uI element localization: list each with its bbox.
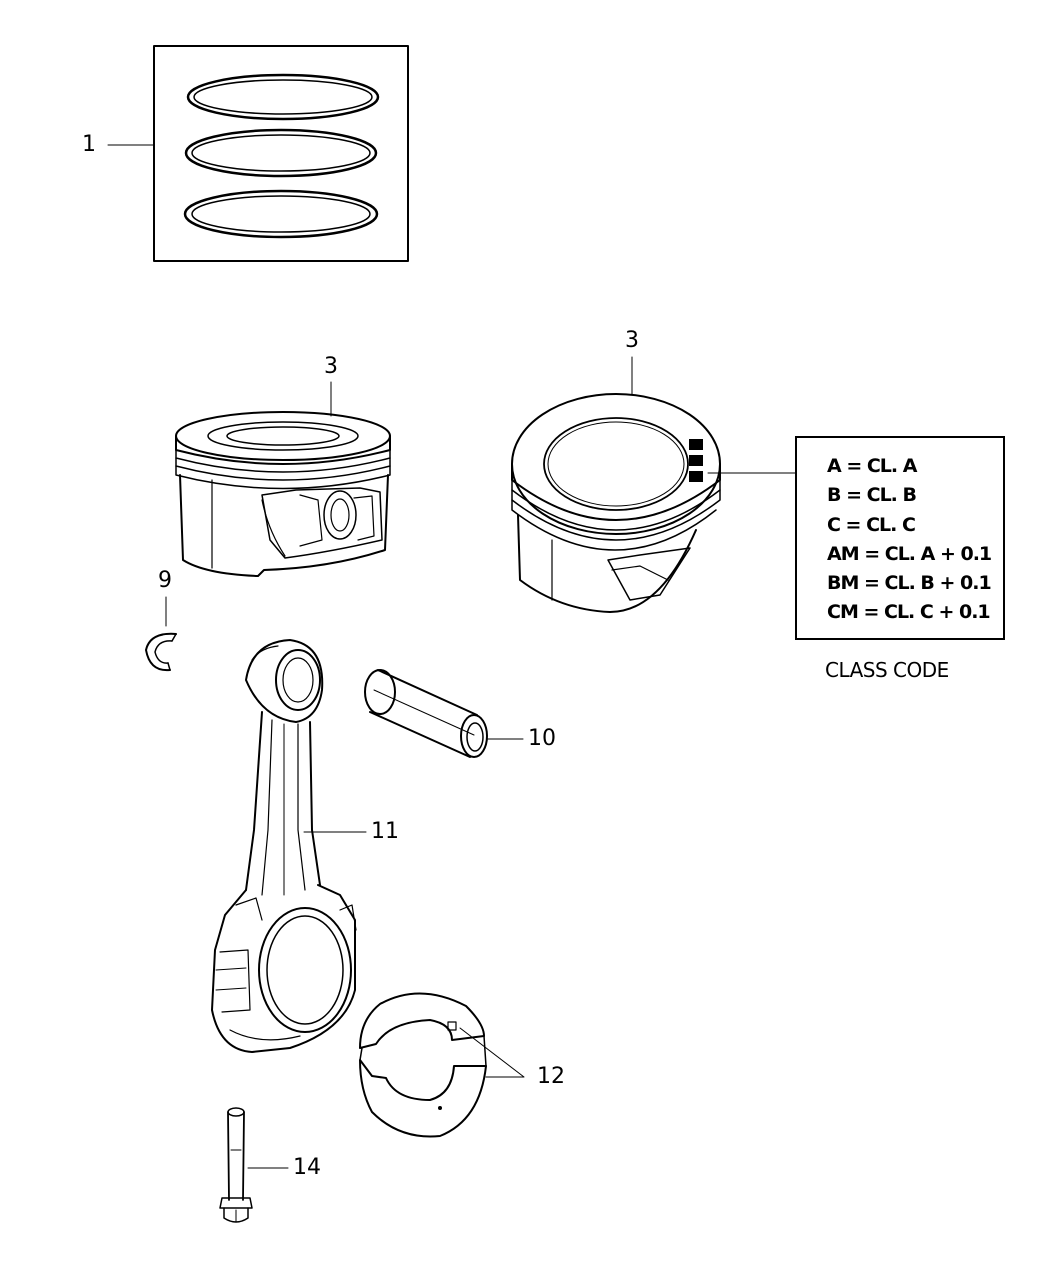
piston-left bbox=[175, 411, 391, 577]
class-code-line: C = CL. C bbox=[827, 513, 916, 536]
class-code-line: BM = CL. B + 0.1 bbox=[827, 572, 992, 595]
class-mark-2 bbox=[689, 455, 703, 466]
class-code-line: CM = CL. C + 0.1 bbox=[827, 601, 991, 624]
callout-piston-right: 3 bbox=[625, 328, 639, 353]
piston-right bbox=[511, 393, 721, 613]
class-code-caption: CLASS CODE bbox=[825, 658, 949, 682]
leader-line-bearing bbox=[459, 1027, 525, 1078]
class-code-line: A = CL. A bbox=[827, 455, 917, 477]
class-code-line: B = CL. B bbox=[827, 484, 917, 507]
snap-ring bbox=[145, 632, 177, 672]
bearing-shells bbox=[359, 992, 487, 1138]
class-code-line: AM = CL. A + 0.1 bbox=[827, 542, 992, 565]
class-mark-1 bbox=[689, 439, 703, 450]
callout-piston-pin: 10 bbox=[528, 726, 556, 751]
connecting-rod-bolt bbox=[219, 1107, 253, 1223]
piston-ring-set bbox=[153, 45, 409, 262]
callout-bolt: 14 bbox=[293, 1155, 321, 1180]
class-code-legend: A = CL. A B = CL. B C = CL. C AM = CL. A… bbox=[795, 436, 1005, 640]
callout-snap-ring: 9 bbox=[158, 568, 172, 593]
callout-bearing: 12 bbox=[537, 1064, 565, 1089]
callout-rings: 1 bbox=[82, 132, 96, 157]
piston-pin bbox=[364, 669, 488, 758]
connecting-rod bbox=[211, 639, 357, 1053]
callout-connecting-rod: 11 bbox=[371, 819, 399, 844]
piston-ring-set-frame bbox=[153, 45, 409, 262]
callout-piston-left: 3 bbox=[324, 354, 338, 379]
class-mark-3 bbox=[689, 471, 703, 482]
